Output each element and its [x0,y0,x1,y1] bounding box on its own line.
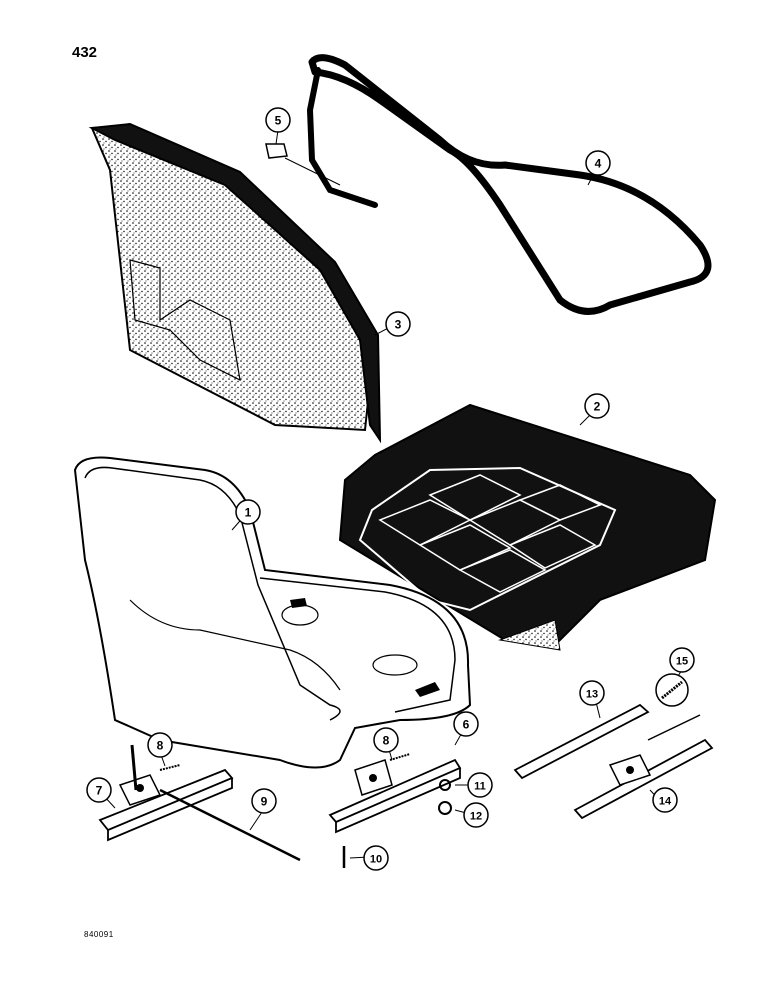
callout-label: 8 [383,734,390,748]
callout-1: 1 [235,499,261,525]
callout-label: 3 [395,318,402,332]
callout-12: 12 [463,802,489,828]
adjustment-rod [159,788,301,862]
callout-9: 9 [251,788,277,814]
seat-cushion [338,403,717,651]
callout-label: 15 [676,656,688,668]
callout-label: 8 [157,739,164,753]
callout-label: 6 [463,718,470,732]
callout-label: 1 [245,506,252,520]
callout-13: 13 [579,680,605,706]
callout-7: 7 [86,777,112,803]
callout-label: 5 [275,114,282,128]
callout-14: 14 [652,787,678,813]
seat-shell [73,456,472,769]
callout-label: 10 [370,854,382,866]
callout-11: 11 [467,772,493,798]
backrest-cushion [88,122,382,444]
callout-3: 3 [385,311,411,337]
rear-slide-rails [513,673,714,820]
callout-10: 10 [363,845,389,871]
callout-label: 12 [470,811,482,823]
trim-strip [306,54,712,315]
callout-label: 14 [659,796,672,808]
page-number: 432 [72,44,98,61]
clip-part [265,143,341,186]
callout-4: 4 [585,150,611,176]
callout-5: 5 [265,107,291,133]
figure-code: 840091 [84,930,114,939]
callout-label: 4 [595,157,602,171]
callout-label: 7 [96,784,103,798]
callout-label: 13 [586,689,598,701]
left-slide-rail [98,744,234,842]
callout-label: 2 [594,400,601,414]
callout-2: 2 [584,393,610,419]
callout-6: 6 [453,711,479,737]
callout-8: 8 [147,732,173,758]
callout-8: 8 [373,727,399,753]
right-slide-rail [328,753,462,868]
callout-label: 11 [474,781,486,793]
callout-label: 9 [261,795,268,809]
callout-15: 15 [669,647,695,673]
